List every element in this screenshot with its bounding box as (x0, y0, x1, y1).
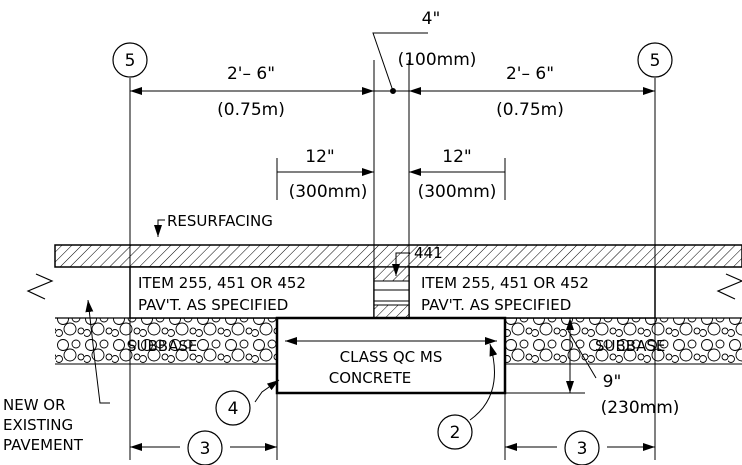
callout-3-left: 3 (187, 430, 223, 465)
resurfacing-layer (54, 244, 742, 268)
pavement-right-line1: ITEM 255, 451 OR 452 (421, 274, 589, 292)
leaders (85, 219, 498, 421)
subbase-left-label: SUBBASE (127, 337, 197, 355)
callout-2: 2 (437, 414, 473, 450)
subbase-left-layer (55, 318, 277, 364)
svg-text:4: 4 (228, 399, 239, 419)
item-441-label: 441 (414, 244, 443, 262)
dimension-lines (130, 32, 655, 451)
pavement-left-line1: ITEM 255, 451 OR 452 (138, 274, 306, 292)
slab-depth-metric: (230mm) (601, 398, 680, 418)
inner-right-dim: 12" (442, 147, 471, 167)
resurfacing-label: RESURFACING (167, 212, 273, 230)
dowel-right-metric: (0.75m) (496, 100, 564, 120)
joint-width-dim: 4" (422, 9, 441, 29)
callout-5-left: 5 (112, 42, 148, 78)
slab-depth-dim: 9" (603, 372, 622, 392)
existing-pavement-line3: PAVEMENT (3, 436, 84, 454)
svg-text:3: 3 (577, 439, 588, 459)
concrete-label-line2: CONCRETE (329, 369, 412, 387)
concrete-label-line1: CLASS QC MS (340, 348, 443, 366)
break-symbol-right (716, 273, 742, 300)
inner-right-metric: (300mm) (418, 182, 497, 202)
subbase-right-layer (505, 318, 742, 364)
svg-text:2: 2 (450, 423, 461, 443)
pavement-left-box (129, 266, 375, 319)
pavement-section (54, 244, 742, 395)
joint-hatch-bottom (373, 304, 410, 319)
callout-5-right: 5 (637, 42, 673, 78)
svg-text:5: 5 (125, 51, 136, 71)
break-symbol-left (26, 273, 54, 300)
inner-left-dim: 12" (305, 147, 334, 167)
subbase-right-label: SUBBASE (595, 337, 665, 355)
callout-4: 4 (215, 390, 251, 426)
dowel-left-metric: (0.75m) (217, 100, 285, 120)
callout-3-right: 3 (564, 430, 600, 465)
pavement-right-box (408, 266, 656, 319)
existing-pavement-line1: NEW OR (3, 396, 66, 414)
pavement-left-line2: PAV'T. AS SPECIFIED (138, 296, 288, 314)
svg-text:3: 3 (200, 439, 211, 459)
dowel-right-dim: 2'– 6" (506, 64, 554, 84)
joint-hatch-top (373, 266, 410, 282)
concrete-base-box (275, 316, 507, 395)
inner-left-metric: (300mm) (289, 182, 368, 202)
svg-text:5: 5 (650, 51, 661, 71)
dowel-left-dim: 2'– 6" (227, 64, 275, 84)
existing-pavement-line2: EXISTING (3, 416, 73, 434)
joint-width-metric: (100mm) (398, 50, 477, 70)
pavement-right-line2: PAV'T. AS SPECIFIED (421, 296, 571, 314)
